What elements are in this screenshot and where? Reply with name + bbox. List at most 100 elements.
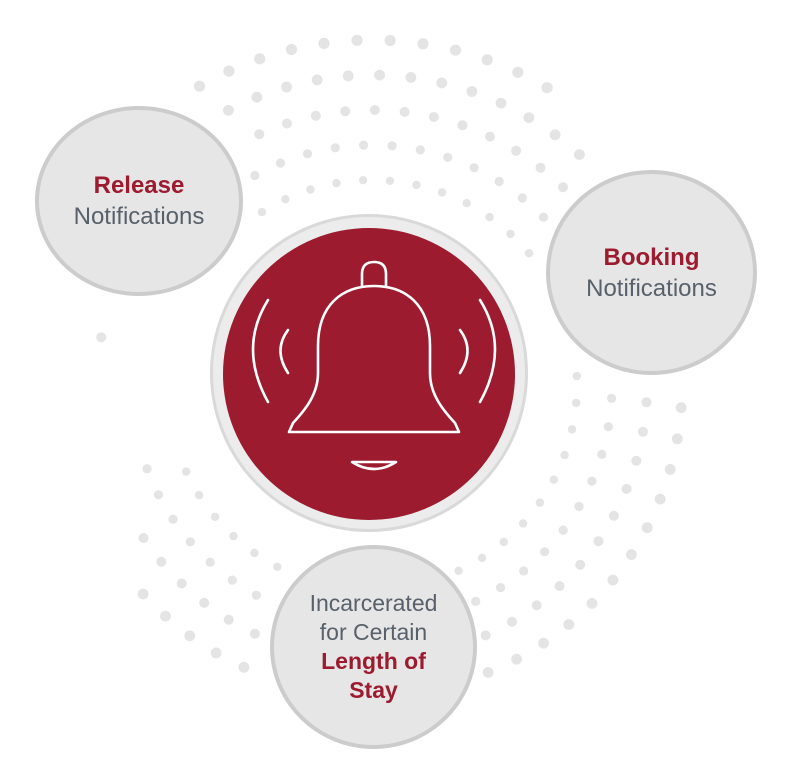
background-dot — [249, 628, 260, 639]
background-dot — [369, 105, 380, 115]
background-dot — [586, 598, 598, 609]
background-dot — [641, 397, 652, 408]
background-dot — [462, 199, 471, 208]
background-dot — [587, 476, 597, 486]
background-dot — [540, 547, 550, 557]
background-dot — [137, 588, 149, 600]
booking-text: Notifications — [586, 274, 717, 302]
background-dot — [138, 533, 149, 543]
background-dot — [384, 34, 396, 47]
release-notifications-label: Release Notifications — [74, 170, 205, 232]
background-dot — [359, 140, 369, 150]
background-dot — [194, 490, 204, 500]
background-dot — [342, 70, 354, 82]
background-dot — [603, 422, 614, 432]
background-dot — [428, 112, 439, 122]
background-dot — [281, 195, 290, 204]
background-dot — [593, 536, 604, 547]
background-dot — [96, 332, 107, 343]
background-dot — [275, 158, 286, 168]
background-dot — [436, 77, 448, 89]
background-dot — [318, 37, 330, 50]
background-dot — [535, 498, 545, 507]
background-dot — [511, 653, 522, 665]
background-dot — [574, 501, 584, 511]
background-dot — [481, 54, 493, 66]
length-of-stay-label: Incarcerated for Certain Length of Stay — [310, 589, 438, 705]
background-dot — [351, 34, 363, 46]
background-dot — [273, 562, 282, 571]
background-dot — [512, 66, 524, 78]
background-dot — [340, 106, 351, 117]
background-dot — [251, 590, 261, 600]
los-line-2: for Certain — [319, 619, 428, 645]
background-dot — [254, 53, 266, 65]
background-dot — [608, 510, 619, 521]
background-dot — [621, 483, 632, 494]
background-dot — [523, 112, 535, 123]
background-dot — [567, 425, 577, 434]
background-dot — [494, 176, 504, 187]
background-dot — [374, 69, 385, 81]
background-dot — [575, 559, 586, 570]
length-of-stay-circle: Incarcerated for Certain Length of Stay — [270, 545, 477, 749]
background-dot — [477, 553, 487, 563]
ring-wave-right-outer — [478, 298, 497, 404]
background-dot — [250, 548, 259, 558]
background-dot — [480, 630, 491, 641]
background-dot — [306, 185, 315, 194]
background-dot — [257, 207, 267, 217]
background-dot — [250, 170, 260, 181]
background-dot — [519, 566, 529, 576]
background-dot — [558, 182, 568, 193]
los-accent-line-2: Stay — [349, 677, 398, 703]
background-dot — [626, 549, 637, 561]
background-dot — [597, 449, 607, 459]
background-dot — [437, 188, 447, 197]
background-dot — [607, 393, 617, 403]
background-dot — [282, 118, 292, 129]
background-dot — [671, 433, 683, 445]
release-accent-text: Release — [93, 172, 185, 199]
background-dot — [281, 81, 292, 93]
background-dot — [531, 600, 542, 611]
background-dot — [238, 661, 250, 673]
los-accent-line-1: Length of — [321, 648, 426, 674]
background-dot — [517, 193, 528, 203]
background-dot — [156, 556, 167, 567]
background-dot — [142, 464, 152, 474]
background-dot — [558, 525, 568, 535]
booking-accent-text: Booking — [603, 243, 700, 271]
background-dot — [511, 145, 522, 156]
background-dot — [664, 464, 676, 475]
background-dot — [168, 514, 178, 524]
background-dot — [310, 110, 321, 121]
background-dot — [499, 537, 508, 547]
background-dot — [193, 80, 206, 92]
bell-clapper — [350, 460, 398, 471]
background-dot — [563, 619, 575, 630]
background-dot — [385, 176, 395, 185]
background-dot — [549, 129, 561, 141]
background-dot — [443, 152, 453, 162]
ring-wave-right-inner — [458, 328, 469, 375]
booking-notifications-label: Booking Notifications — [586, 242, 717, 304]
background-dot — [449, 44, 462, 56]
background-dot — [675, 402, 687, 414]
background-dot — [358, 176, 368, 185]
background-dot — [210, 647, 222, 659]
background-dot — [607, 574, 619, 586]
background-dot — [524, 249, 534, 258]
hub-circle — [223, 228, 515, 520]
background-dot — [332, 178, 341, 188]
los-line-1: Incarcerated — [309, 590, 438, 616]
background-dot — [399, 106, 410, 117]
background-dot — [506, 229, 515, 239]
background-dot — [574, 149, 585, 161]
ring-wave-left-inner — [279, 328, 290, 375]
background-dot — [415, 145, 425, 155]
background-dot — [466, 86, 478, 97]
background-dot — [176, 578, 187, 589]
background-dot — [405, 72, 417, 83]
background-dot — [302, 149, 313, 159]
